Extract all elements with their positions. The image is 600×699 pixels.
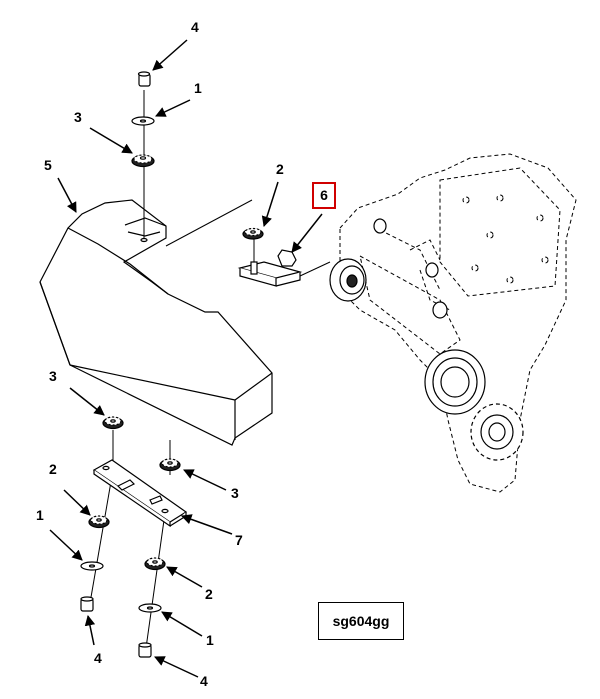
lower-hardware <box>80 416 188 658</box>
callout-right-washer: 1 <box>206 632 214 648</box>
callout-top-washer: 1 <box>194 80 202 96</box>
callout-top-nut: 4 <box>191 19 199 35</box>
callout-lower-right-lockwasher: 3 <box>231 485 239 501</box>
figure-id-box: sg604gg <box>318 602 404 640</box>
callout-right-nut: 4 <box>200 673 208 689</box>
engine-block <box>339 153 577 493</box>
right-nut <box>138 642 152 658</box>
callout-bracket-lockwasher: 2 <box>276 161 284 177</box>
leader-arrows <box>49 39 323 678</box>
callout-cover: 5 <box>44 157 52 173</box>
mounting-plate <box>92 459 188 528</box>
callout-lower-left-lockwasher: 3 <box>49 368 57 384</box>
cover-assembly <box>39 199 273 446</box>
top-fastener-stack <box>131 71 155 238</box>
callout-plate: 7 <box>235 532 243 548</box>
callout-left-washer: 1 <box>36 507 44 523</box>
callout-left-nut: 4 <box>94 650 102 666</box>
left-lockwasher <box>88 515 110 529</box>
callout-left-lockwasher: 2 <box>49 461 57 477</box>
callout-bracket-highlight: 6 <box>312 182 336 209</box>
bracket-lockwasher <box>242 227 264 240</box>
figure-id-label: sg604gg <box>332 613 390 629</box>
top-lockwasher <box>131 154 155 168</box>
callout-right-lockwasher: 2 <box>205 586 213 602</box>
lower-right-lockwasher <box>159 458 181 472</box>
callout-top-lockwasher: 3 <box>74 109 82 125</box>
left-nut <box>80 596 94 612</box>
bracket-group <box>165 199 331 287</box>
lower-left-lockwasher <box>102 416 124 430</box>
callout-bracket: 6 <box>320 187 328 203</box>
right-lockwasher <box>144 557 166 571</box>
engine-pulleys <box>329 218 524 461</box>
